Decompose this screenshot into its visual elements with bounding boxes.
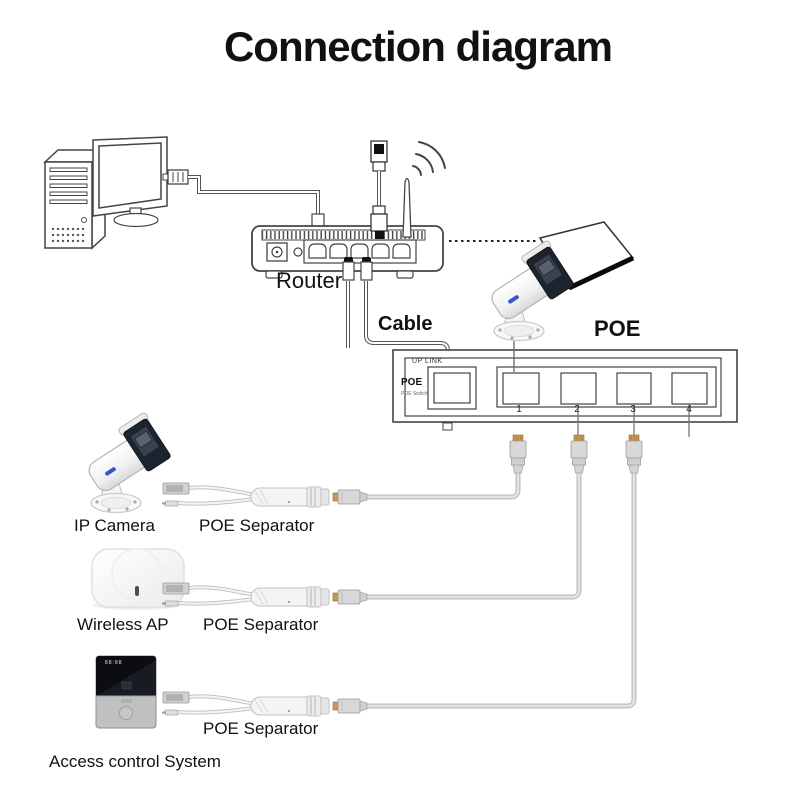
monitor: [92, 136, 168, 228]
poe-separator-label-3: POE Separator: [203, 719, 319, 738]
ap-led: [135, 586, 139, 596]
camera-logo: [508, 295, 519, 304]
poe-separator-2: [160, 581, 331, 609]
port-drop-lines: [513, 341, 690, 437]
uplink-label: UP LINK: [412, 358, 443, 365]
router-drawing: [251, 141, 446, 279]
router-downlink-cables: [342, 257, 450, 384]
rj45-connector: [570, 434, 588, 474]
wan-cable: [370, 140, 388, 239]
poe-port-1: [502, 372, 540, 405]
router-label: Router: [276, 268, 343, 293]
port-number-4: 4: [686, 404, 692, 415]
ip-camera-label: IP Camera: [74, 516, 155, 535]
router-antenna: [402, 177, 412, 238]
rj45-plug: [332, 589, 368, 605]
poe-separator-3: [160, 690, 331, 718]
patch-cables: [367, 472, 637, 709]
poe-port-2: [560, 372, 597, 405]
router-reset-button: [293, 247, 303, 257]
poe-separator-label-2: POE Separator: [203, 615, 319, 634]
camera-logo: [105, 467, 116, 476]
poe-switch: [392, 349, 738, 431]
port-number-2: 2: [574, 404, 580, 415]
uplink-mark: [442, 422, 453, 431]
page-title: Connection diagram: [223, 23, 613, 70]
bullet-camera-ip: [88, 412, 171, 514]
poe-label: POE: [594, 316, 641, 341]
access-display: 88:88: [105, 660, 123, 666]
wireless-ap-label: Wireless AP: [77, 615, 169, 634]
poe-separator-label-1: POE Separator: [199, 516, 315, 535]
poe-switch-sublabel: POE Switch: [401, 391, 428, 397]
poe-port-4: [671, 372, 708, 405]
router-foot: [265, 270, 283, 279]
wireless-ap: [91, 548, 185, 610]
router-power-jack: [266, 242, 288, 262]
access-control-panel: [95, 655, 157, 729]
wifi-waves-icon: [412, 141, 446, 176]
rj45-plug: [332, 489, 368, 505]
port-number-3: 3: [630, 404, 636, 415]
access-control-label: Access control System: [49, 752, 221, 771]
poe-switch-label: POE: [401, 377, 423, 388]
rj45-connector: [625, 434, 643, 474]
rj45-connector: [509, 434, 527, 474]
rj45-plug: [332, 698, 368, 714]
bullet-camera-top: [491, 240, 574, 342]
poe-separator-1: [160, 481, 331, 509]
router-lan-ports: [303, 239, 417, 264]
port-number-1: 1: [516, 404, 522, 415]
cable-label: Cable: [378, 313, 433, 335]
poe-port-3: [616, 372, 652, 405]
router-foot: [396, 270, 414, 279]
